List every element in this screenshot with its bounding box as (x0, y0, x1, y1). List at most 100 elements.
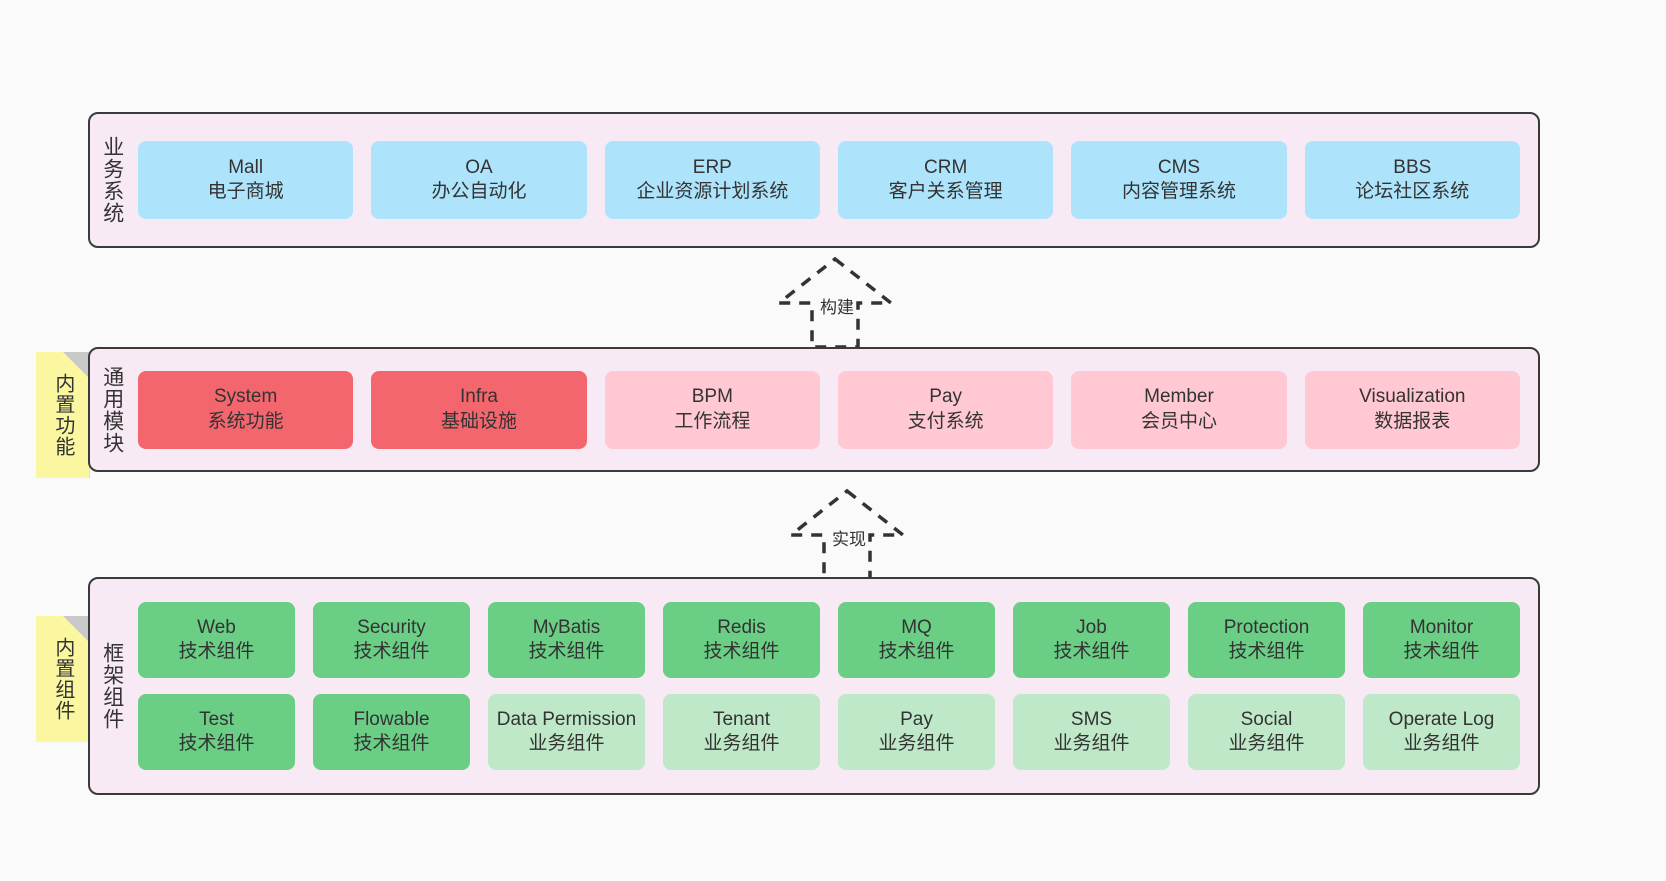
component-name: BPM (691, 386, 733, 408)
component-box[interactable]: CMS 内容管理系统 (1071, 141, 1287, 219)
page-fold-icon (63, 352, 89, 378)
component-name: CMS (1157, 156, 1201, 178)
component-subtitle: 技术组件 (1053, 641, 1130, 662)
component-subtitle: 技术组件 (178, 733, 255, 754)
arrow-build-glyph (773, 256, 897, 349)
sticky-note-components-label: 内置组件 (51, 637, 74, 721)
arrow-implement: 实现 (772, 487, 922, 583)
component-subtitle: 业务组件 (528, 733, 605, 754)
component-subtitle: 技术组件 (1228, 641, 1305, 662)
component-subtitle: 办公自动化 (431, 181, 527, 202)
component-box[interactable]: Data Permission 业务组件 (488, 694, 645, 770)
component-subtitle: 技术组件 (353, 733, 430, 754)
page-fold-icon (63, 616, 89, 642)
component-subtitle: 会员中心 (1140, 410, 1217, 432)
component-box[interactable]: Monitor 技术组件 (1363, 602, 1520, 678)
component-subtitle: 技术组件 (353, 641, 430, 662)
component-box[interactable]: Mall 电子商城 (138, 141, 354, 219)
component-box[interactable]: Security 技术组件 (313, 602, 470, 678)
component-subtitle: 系统功能 (207, 410, 284, 432)
component-box[interactable]: SMS 业务组件 (1013, 694, 1170, 770)
component-subtitle: 数据报表 (1374, 410, 1451, 432)
component-name: Flowable (353, 708, 430, 730)
component-box[interactable]: MQ 技术组件 (838, 602, 995, 678)
component-name: Monitor (1409, 616, 1474, 638)
component-name: Member (1144, 386, 1214, 408)
component-name: Infra (459, 386, 498, 408)
sticky-note-functions-label: 内置功能 (51, 373, 74, 457)
component-name: Tenant (712, 708, 771, 730)
component-name: Mall (228, 156, 264, 178)
component-box[interactable]: Redis 技术组件 (663, 602, 820, 678)
component-subtitle: 技术组件 (528, 641, 605, 662)
component-subtitle: 业务组件 (1053, 733, 1130, 754)
component-name: Operate Log (1388, 708, 1495, 730)
component-box[interactable]: BBS 论坛社区系统 (1304, 141, 1520, 219)
component-subtitle: 业务组件 (1403, 733, 1480, 754)
component-name: SMS (1070, 708, 1113, 730)
component-name: Test (199, 708, 234, 730)
component-subtitle: 技术组件 (1403, 641, 1480, 662)
component-name: Social (1240, 708, 1293, 730)
component-box[interactable]: Flowable 技术组件 (313, 694, 470, 770)
component-name: Pay (900, 708, 933, 730)
component-subtitle: 业务组件 (1228, 733, 1305, 754)
component-subtitle: 论坛社区系统 (1355, 181, 1470, 202)
component-name: Protection (1223, 616, 1310, 638)
component-subtitle: 技术组件 (703, 641, 780, 662)
arrow-implement-glyph (785, 488, 909, 581)
component-subtitle: 技术组件 (878, 641, 955, 662)
component-subtitle: 企业资源计划系统 (636, 181, 789, 202)
component-name: MQ (901, 616, 932, 638)
component-name: Visualization (1359, 386, 1466, 408)
component-box[interactable]: Protection 技术组件 (1188, 602, 1345, 678)
component-box[interactable]: Test 技术组件 (138, 694, 295, 770)
component-subtitle: 技术组件 (178, 641, 255, 662)
component-box[interactable]: Tenant 业务组件 (663, 694, 820, 770)
component-name: Redis (717, 616, 766, 638)
component-subtitle: 电子商城 (207, 181, 284, 202)
component-name: Pay (929, 386, 963, 408)
component-subtitle: 客户关系管理 (888, 181, 1003, 202)
component-name: System (213, 386, 278, 408)
component-name: OA (465, 156, 493, 178)
sticky-note-builtin-components: 内置组件 (36, 616, 90, 742)
layer-title-business: 业务系统 (100, 136, 124, 224)
component-box[interactable]: Social 业务组件 (1188, 694, 1345, 770)
arrow-build: 构建 (760, 255, 910, 351)
component-name: Security (357, 616, 426, 638)
component-box[interactable]: ERP 企业资源计划系统 (604, 141, 820, 219)
layer-title-modules: 通用模块 (100, 365, 124, 454)
component-subtitle: 支付系统 (907, 410, 984, 432)
arrow-build-label: 构建 (818, 298, 856, 317)
component-box[interactable]: Operate Log 业务组件 (1363, 694, 1520, 770)
component-subtitle: 内容管理系统 (1121, 181, 1236, 202)
component-name: ERP (692, 156, 732, 178)
component-name: Data Permission (496, 708, 637, 730)
component-box[interactable]: OA 办公自动化 (371, 141, 587, 219)
layer-title-framework: 框架组件 (100, 642, 124, 730)
arrow-implement-label: 实现 (830, 530, 868, 549)
component-subtitle: 业务组件 (703, 733, 780, 754)
component-name: BBS (1393, 156, 1432, 178)
